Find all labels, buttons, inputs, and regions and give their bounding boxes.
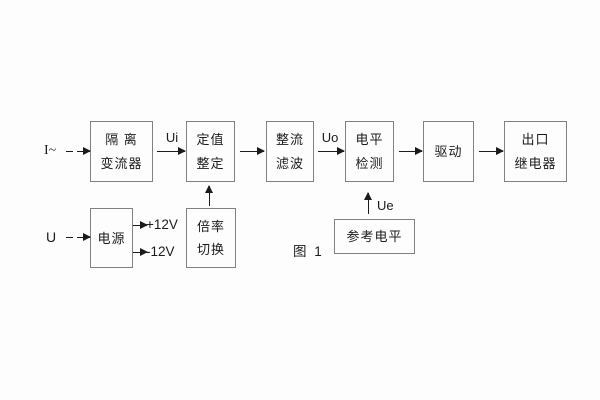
input-current-label: I~ xyxy=(44,143,57,158)
block-level-detection: 电平 检测 xyxy=(345,121,394,182)
arrow-drive-to-relay xyxy=(479,147,504,156)
signal-ue-label: Ue xyxy=(377,198,394,213)
figure-caption: 图 1 xyxy=(293,244,324,259)
arrow-isolation-to-setting xyxy=(157,147,186,156)
block-output-relay: 出口 继电器 xyxy=(504,121,567,182)
block-rectifier-filter: 整流 滤波 xyxy=(266,121,314,182)
block-isolation-transformer: 隔 离 变流器 xyxy=(90,121,153,182)
arrow-reference-to-level xyxy=(364,192,373,214)
block-isolation-transformer-line2: 变流器 xyxy=(100,156,143,171)
arrow-power-plus12v xyxy=(133,221,148,230)
block-level-detection-line1: 电平 xyxy=(355,132,384,147)
block-isolation-transformer-line1: 隔 离 xyxy=(105,132,138,147)
arrow-voltage-to-power xyxy=(77,233,91,242)
block-output-relay-line1: 出口 xyxy=(521,132,550,147)
block-rectifier-filter-line2: 滤波 xyxy=(275,156,304,171)
arrow-level-to-drive xyxy=(399,147,423,156)
block-reference-level: 参考电平 xyxy=(334,219,415,254)
arrow-ratio-to-setting xyxy=(205,185,214,206)
block-ratio-switch-line1: 倍率 xyxy=(196,218,225,234)
voltage-input-dash xyxy=(66,237,73,238)
block-power-supply: 电源 xyxy=(90,208,133,268)
arrow-rectifier-to-level xyxy=(318,147,345,156)
signal-plus12v-label: +12V xyxy=(146,217,178,232)
arrow-setting-to-rectifier xyxy=(240,147,265,156)
block-drive: 驱动 xyxy=(423,121,474,182)
signal-minus12v-label: -12V xyxy=(146,244,175,259)
block-ratio-switch-line2: 切换 xyxy=(196,242,225,258)
block-output-relay-line2: 继电器 xyxy=(514,156,557,171)
block-power-supply-label: 电源 xyxy=(97,230,126,246)
input-voltage-label: U xyxy=(46,229,57,245)
block-setting-adjustment-line1: 定值 xyxy=(196,132,225,147)
block-drive-label: 驱动 xyxy=(434,144,463,159)
signal-uo-label: Uo xyxy=(321,130,339,145)
block-ratio-switch: 倍率 切换 xyxy=(186,208,236,268)
signal-ui-label: Ui xyxy=(165,130,179,145)
block-reference-level-label: 参考电平 xyxy=(346,229,403,244)
block-level-detection-line2: 检测 xyxy=(355,156,384,171)
current-input-dash xyxy=(66,151,73,152)
block-setting-adjustment: 定值 整定 xyxy=(186,121,235,182)
block-setting-adjustment-line2: 整定 xyxy=(196,156,225,171)
arrow-power-minus12v xyxy=(133,248,148,257)
block-rectifier-filter-line1: 整流 xyxy=(275,132,304,147)
arrow-current-to-isolation xyxy=(77,147,91,156)
